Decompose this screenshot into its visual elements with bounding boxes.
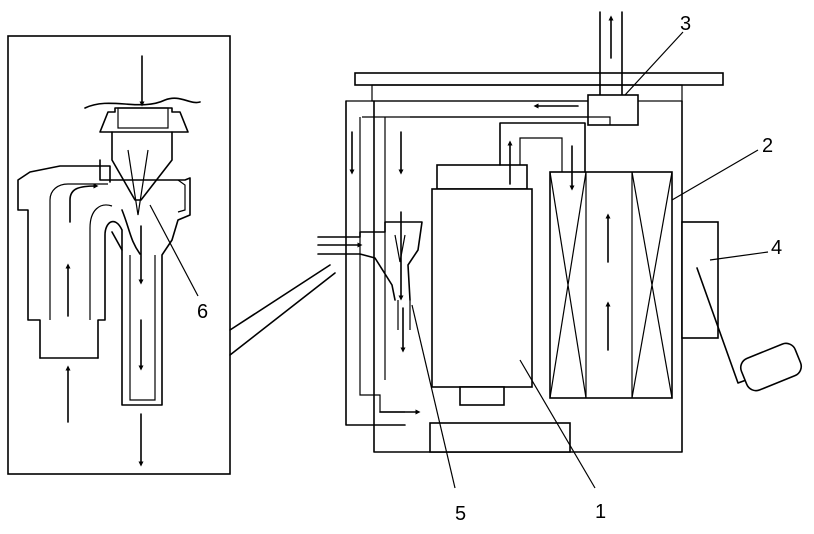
- filter-x-right: [631, 171, 673, 399]
- nozzle-jet: [127, 149, 149, 216]
- inset-frame: [7, 35, 231, 475]
- fuel-pump: [431, 188, 533, 388]
- inset-leader-top: [229, 264, 331, 331]
- callout-6: 6: [197, 301, 208, 323]
- jet-pump-detail-inset: [7, 35, 336, 475]
- jet-pump-nozzle: [394, 234, 406, 263]
- callout-3: 3: [680, 13, 691, 35]
- pump-to-filter-inner: [519, 137, 563, 172]
- suction-pipe-outer: [17, 165, 111, 359]
- callout-2-leader: [671, 149, 759, 201]
- jet-pump-body: [317, 221, 423, 301]
- filter-x-left: [549, 171, 587, 399]
- return-line-top: [346, 100, 588, 118]
- callout-1: 1: [595, 501, 606, 523]
- inset-leader-bottom: [229, 272, 336, 356]
- flange-plate: [354, 72, 724, 86]
- jet-pump-lower: [317, 253, 396, 301]
- callout-5-leader: [411, 304, 456, 489]
- sender-unit: [681, 221, 719, 339]
- pressure-regulator: [587, 94, 639, 126]
- callout-4-leader: [709, 251, 769, 261]
- jet-housing-outer: [99, 159, 191, 406]
- pump-top: [436, 164, 528, 190]
- inset-wavy-edge: [84, 97, 201, 109]
- return-line-to-reg: [410, 116, 611, 125]
- fuel-pump-module: [317, 11, 803, 489]
- suction-pipe-inner: [97, 220, 123, 359]
- nozzle-head: [99, 107, 189, 133]
- nozzle-body: [111, 131, 173, 201]
- callout-2: 2: [762, 135, 773, 157]
- callout-5: 5: [455, 503, 466, 525]
- suction-pipe-wall: [49, 183, 108, 320]
- inset-arrow-curve: [69, 183, 99, 223]
- inset-curve-line: [121, 209, 141, 255]
- callout-1-leader: [519, 359, 596, 489]
- housing-ribs: [177, 179, 186, 213]
- float: [739, 342, 803, 392]
- pump-base: [459, 386, 505, 406]
- suction-pipe-wall-inner: [89, 204, 113, 320]
- callout-3-leader: [624, 31, 684, 96]
- callout-6-leader: [149, 204, 199, 297]
- callout-4: 4: [771, 237, 782, 259]
- pump-mount: [429, 422, 571, 453]
- return-line-outer: [345, 100, 406, 426]
- outlet-pipe: [599, 11, 623, 96]
- pump-to-filter-outer: [499, 122, 586, 173]
- return-line-inner: [359, 117, 405, 413]
- diffuser-tube: [129, 255, 156, 401]
- nozzle-cap: [117, 107, 169, 129]
